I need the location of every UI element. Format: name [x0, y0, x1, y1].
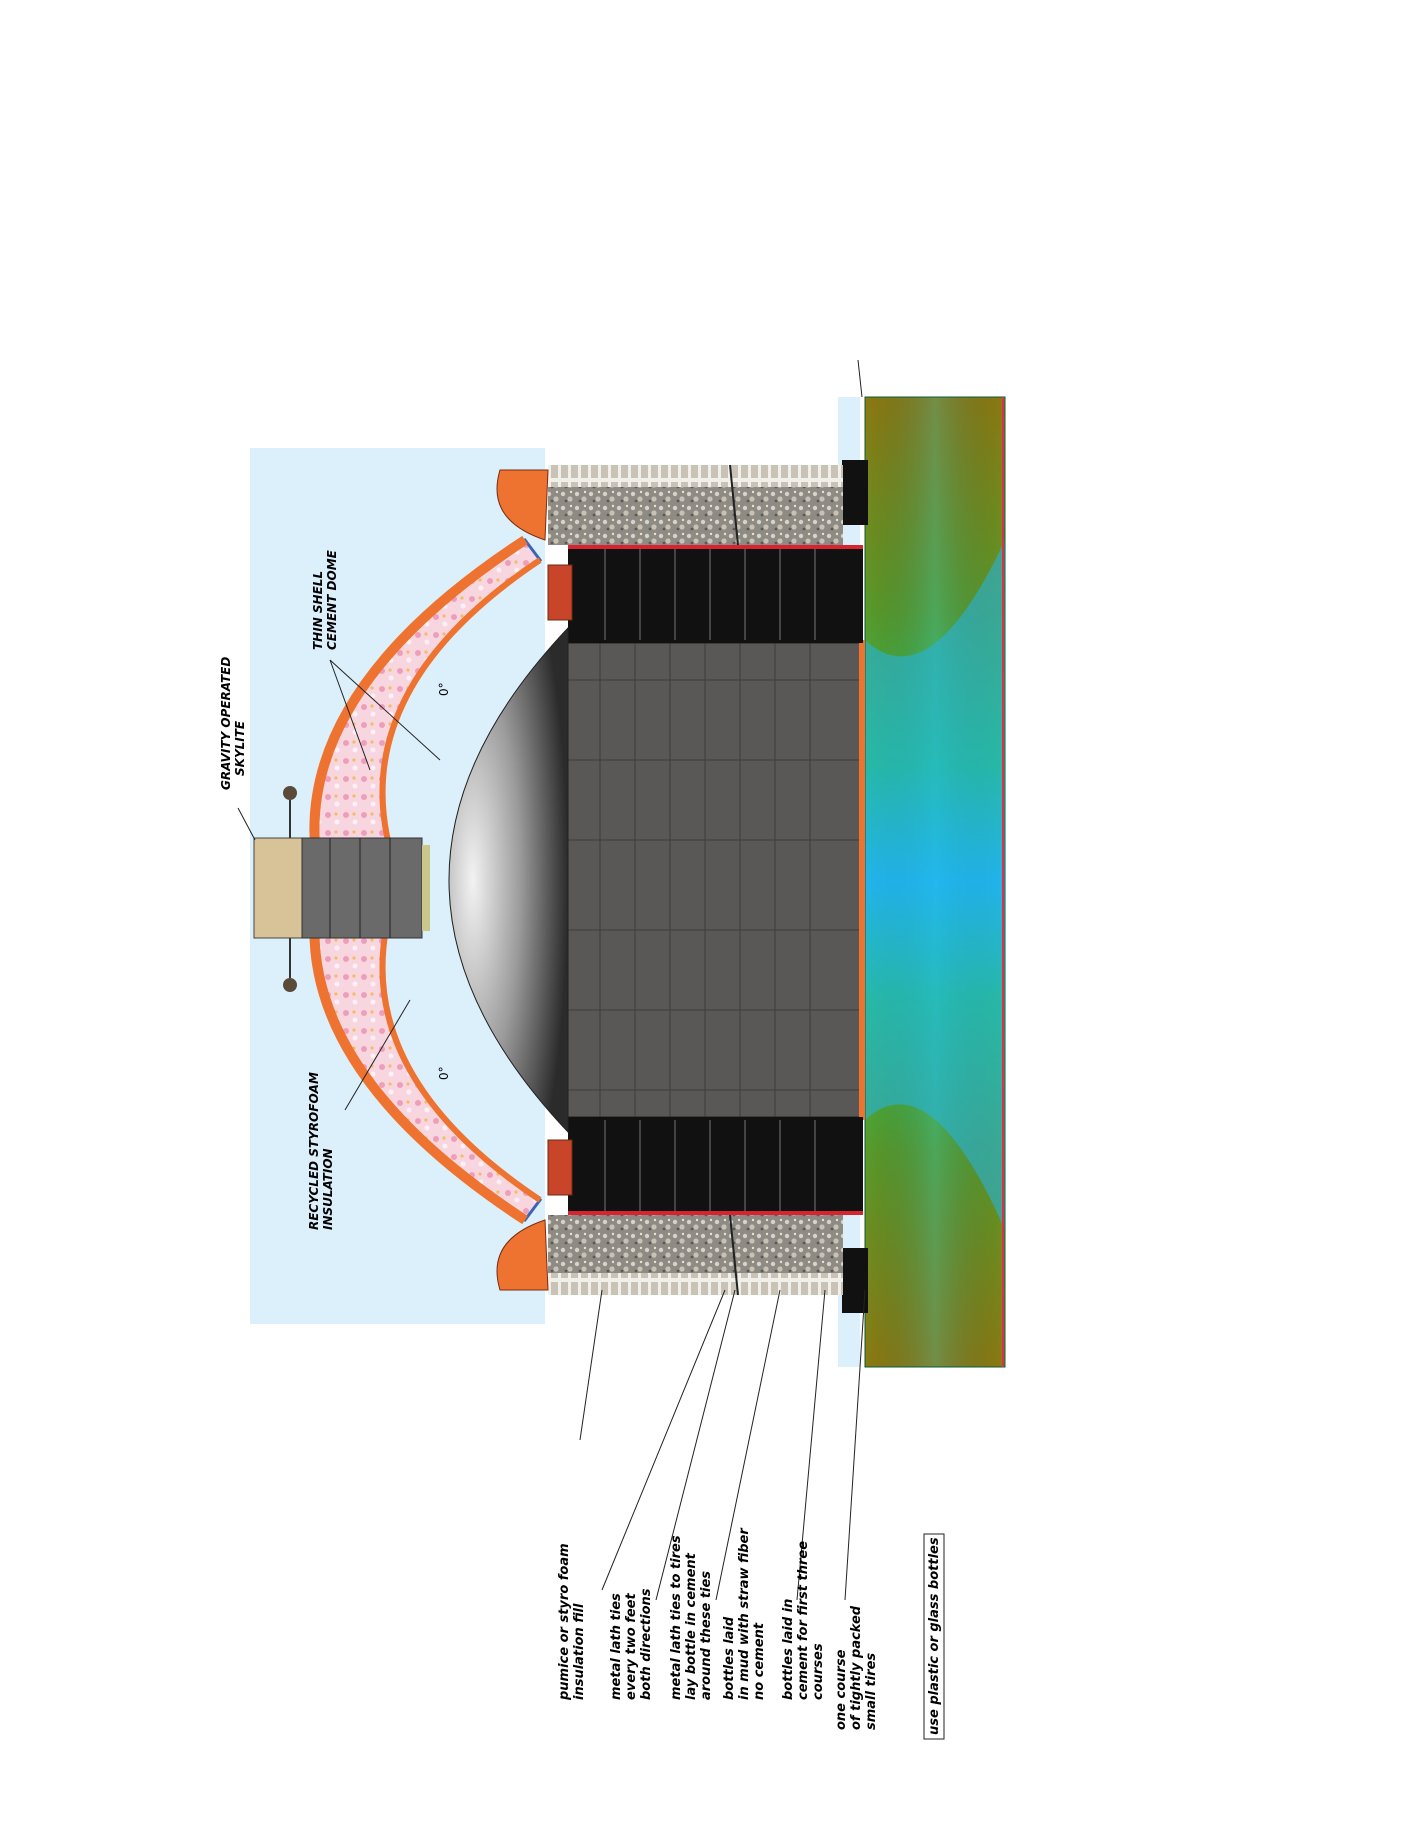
- svg-text:courses: courses: [811, 1643, 826, 1700]
- svg-text:INSULATION: INSULATION: [321, 1148, 335, 1230]
- bottle-wall-top: [548, 464, 843, 546]
- small-tire-course-top: [842, 460, 868, 525]
- ground-block: [864, 396, 1006, 1368]
- callout-dome: THIN SHELL CEMENT DOME: [311, 549, 339, 650]
- svg-text:RECYCLED STYROFOAM: RECYCLED STYROFOAM: [307, 1072, 321, 1230]
- callout-leaders: [237, 359, 866, 1601]
- svg-text:insulation fill: insulation fill: [572, 1603, 587, 1700]
- svg-text:SKYLITE: SKYLITE: [233, 720, 247, 776]
- svg-text:around these ties: around these ties: [699, 1571, 714, 1700]
- angle-mark-right: 0°: [437, 1066, 451, 1080]
- svg-text:THIN SHELL: THIN SHELL: [311, 571, 325, 650]
- gravity-skylite: [253, 786, 430, 992]
- eave-cap-top: [496, 469, 549, 541]
- legend-item-bottles-mud: bottles laid in mud with straw fiber no …: [722, 1527, 767, 1700]
- svg-text:cement for first three: cement for first three: [796, 1541, 811, 1700]
- legend-item-bottles-cement: bottles laid in cement for first three c…: [781, 1541, 826, 1700]
- svg-text:CEMENT DOME: CEMENT DOME: [325, 549, 339, 650]
- pier-top: [547, 564, 573, 621]
- inner-dome: [448, 626, 569, 1134]
- svg-text:one course: one course: [834, 1649, 849, 1730]
- svg-text:no cement: no cement: [752, 1622, 767, 1700]
- svg-text:metal lath ties to tires: metal lath ties to tires: [669, 1535, 684, 1700]
- tire-wall-top: [568, 545, 863, 643]
- small-tire-course-bottom: [842, 1248, 868, 1313]
- interior-floor: [567, 640, 865, 1120]
- svg-text:every two feet: every two feet: [624, 1593, 639, 1700]
- legend-item-lath-ties: metal lath ties every two feet both dire…: [609, 1588, 654, 1700]
- svg-text:bottles laid: bottles laid: [722, 1616, 737, 1700]
- svg-text:metal lath ties: metal lath ties: [609, 1593, 624, 1700]
- legend-item-insulation-fill: pumice or styro foam insulation fill: [557, 1543, 587, 1701]
- angle-mark-left: 0°: [437, 682, 451, 696]
- callout-skylite: GRAVITY OPERATED SKYLITE: [219, 657, 247, 790]
- legend-item-small-tires: one course of tightly packed small tires: [834, 1605, 879, 1730]
- tire-wall-bottom: [568, 1117, 863, 1215]
- svg-text:of tightly packed: of tightly packed: [849, 1605, 864, 1730]
- bottle-wall-bottom: [548, 1214, 843, 1296]
- svg-text:use plastic or glass bottles: use plastic or glass bottles: [927, 1537, 942, 1735]
- svg-text:GRAVITY OPERATED: GRAVITY OPERATED: [219, 657, 233, 790]
- callout-insulation: RECYCLED STYROFOAM INSULATION: [307, 1072, 335, 1230]
- bottle-note: use plastic or glass bottles: [923, 1533, 945, 1740]
- eave-cap-bottom: [496, 1219, 549, 1291]
- svg-text:pumice or styro foam: pumice or styro foam: [557, 1543, 572, 1701]
- svg-text:in mud with straw fiber: in mud with straw fiber: [737, 1527, 752, 1700]
- svg-text:lay bottle in cement: lay bottle in cement: [684, 1552, 699, 1700]
- pier-bottom: [547, 1139, 573, 1196]
- svg-text:small tires: small tires: [864, 1653, 879, 1730]
- svg-text:bottles laid in: bottles laid in: [781, 1599, 796, 1700]
- legend-item-lath-tires: metal lath ties to tires lay bottle in c…: [669, 1535, 714, 1700]
- svg-text:both directions: both directions: [639, 1588, 654, 1700]
